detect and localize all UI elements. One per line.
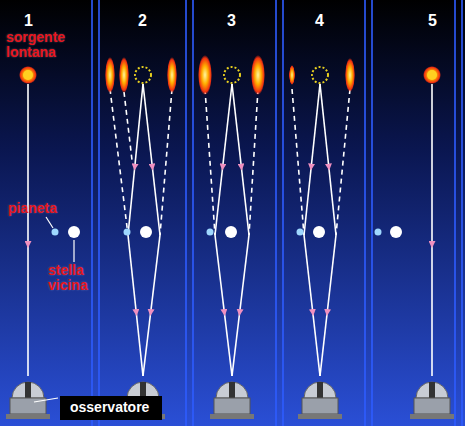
source-true-position bbox=[312, 67, 328, 83]
panel-number: 5 bbox=[428, 12, 437, 30]
apparent-ray bbox=[110, 89, 128, 235]
ray-arrow bbox=[240, 152, 242, 167]
ray-arrow bbox=[240, 298, 242, 312]
leader-line bbox=[73, 240, 74, 262]
panel-divider bbox=[454, 0, 456, 426]
panel-divider bbox=[275, 0, 277, 426]
light-ray bbox=[128, 235, 143, 376]
light-ray bbox=[232, 235, 249, 376]
callout-label: sorgente lontana bbox=[6, 30, 78, 61]
source-true-position bbox=[135, 67, 151, 83]
ray-arrow bbox=[151, 298, 153, 312]
planet-dot bbox=[124, 229, 131, 236]
ray-arrow bbox=[151, 152, 153, 167]
planet-dot bbox=[375, 229, 382, 236]
observer-label-box: osservatore bbox=[60, 396, 162, 420]
panel-divider bbox=[192, 0, 194, 426]
apparent-ray bbox=[124, 92, 132, 160]
source-core bbox=[23, 70, 33, 80]
leader-line bbox=[46, 217, 53, 228]
light-ray bbox=[320, 84, 336, 235]
lensed-image bbox=[198, 55, 212, 95]
planet-dot bbox=[52, 229, 59, 236]
light-ray bbox=[431, 84, 433, 376]
panel-divider bbox=[98, 0, 100, 426]
ray-arrow bbox=[327, 152, 329, 167]
light-ray bbox=[215, 84, 232, 235]
apparent-ray bbox=[336, 89, 350, 235]
apparent-ray bbox=[249, 89, 258, 235]
light-ray bbox=[143, 84, 160, 235]
ray-arrow bbox=[223, 298, 225, 312]
light-ray bbox=[304, 235, 320, 376]
light-ray bbox=[215, 235, 232, 376]
light-ray bbox=[304, 84, 320, 235]
ray-arrow bbox=[223, 152, 225, 167]
panel-number: 1 bbox=[24, 12, 33, 30]
lens-star bbox=[225, 226, 237, 238]
source-core bbox=[427, 70, 437, 80]
ray-arrow bbox=[311, 152, 313, 167]
lensed-image bbox=[345, 58, 355, 92]
lensed-image bbox=[105, 57, 115, 93]
planet-dot bbox=[207, 229, 214, 236]
ray-arrow bbox=[135, 298, 137, 312]
panel-divider bbox=[364, 0, 366, 426]
lens-star bbox=[68, 226, 80, 238]
ray-arrow bbox=[432, 215, 433, 244]
light-ray bbox=[128, 84, 143, 235]
callout-label: pianeta bbox=[8, 201, 57, 216]
ray-arrow bbox=[28, 215, 29, 244]
panel-divider bbox=[371, 0, 373, 426]
leader-line bbox=[34, 398, 58, 402]
callout-label: stella vicina bbox=[48, 263, 98, 294]
lensed-image bbox=[119, 57, 129, 93]
telescope-dome bbox=[210, 382, 254, 419]
lens-star bbox=[390, 226, 402, 238]
lensed-image bbox=[289, 65, 295, 85]
apparent-ray bbox=[292, 89, 304, 235]
ray-arrow bbox=[135, 152, 137, 167]
source-true-position bbox=[224, 67, 240, 83]
lensed-image bbox=[251, 55, 265, 95]
panel-number: 4 bbox=[315, 12, 324, 30]
panel-divider bbox=[282, 0, 284, 426]
node-text: osservatore bbox=[70, 399, 152, 415]
lens-star bbox=[313, 226, 325, 238]
light-ray bbox=[320, 235, 336, 376]
telescope-dome bbox=[298, 382, 342, 419]
telescope-dome bbox=[410, 382, 454, 419]
apparent-ray bbox=[160, 89, 172, 235]
panel-number: 2 bbox=[138, 12, 147, 30]
panel-divider bbox=[185, 0, 187, 426]
ray-arrow bbox=[311, 298, 313, 312]
panel-divider bbox=[461, 0, 463, 426]
source-star bbox=[423, 66, 441, 84]
lensed-image bbox=[167, 57, 177, 93]
light-ray bbox=[232, 84, 249, 235]
panel-number: 3 bbox=[227, 12, 236, 30]
panel-divider bbox=[91, 0, 93, 426]
apparent-ray bbox=[205, 89, 215, 235]
light-ray bbox=[143, 235, 160, 376]
lens-star bbox=[140, 226, 152, 238]
ray-arrow bbox=[327, 298, 329, 312]
source-star bbox=[19, 66, 37, 84]
light-ray bbox=[27, 84, 29, 376]
planet-dot bbox=[297, 229, 304, 236]
